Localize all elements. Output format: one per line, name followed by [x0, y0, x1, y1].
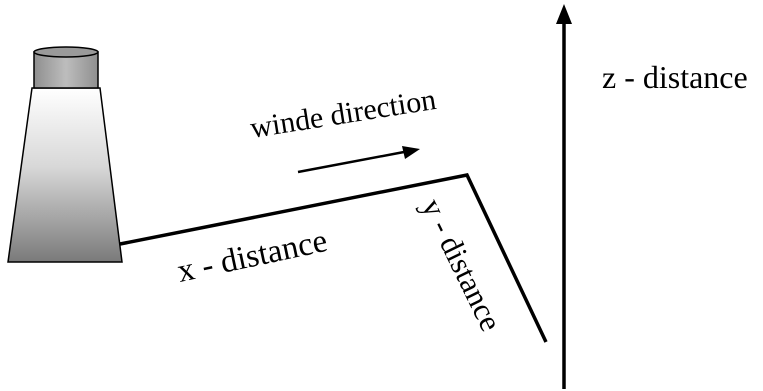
- stack-cap-side: [33, 51, 99, 89]
- wind-arrow-head: [402, 146, 420, 159]
- x-distance-label: x - distance: [174, 223, 330, 290]
- wind-direction-label: winde direction: [248, 83, 438, 145]
- z-distance-label: z - distance: [602, 59, 748, 95]
- x-y-distance-line: [119, 173, 548, 343]
- arrow-up-icon: [556, 4, 572, 389]
- chimney-stack-icon: [7, 46, 123, 263]
- stack-cap-top: [33, 46, 99, 58]
- stack-body: [7, 87, 123, 263]
- arrow-right-icon: [297, 146, 420, 174]
- z-axis-head: [556, 4, 572, 24]
- wind-arrow-shaft: [297, 150, 405, 174]
- y-distance-label: y - distance: [415, 193, 509, 337]
